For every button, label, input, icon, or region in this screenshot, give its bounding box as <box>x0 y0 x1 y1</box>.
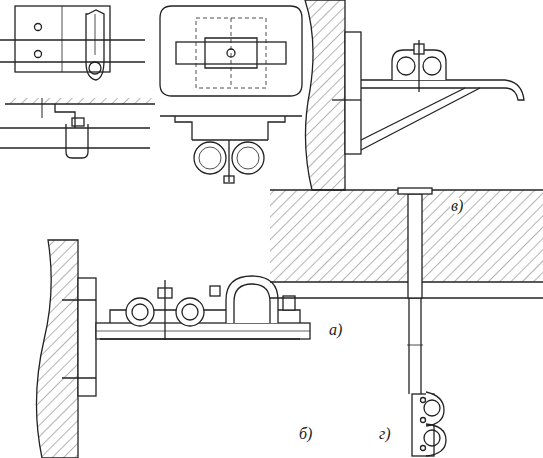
clamp-loop <box>86 10 104 80</box>
ceiling-slab <box>270 190 543 282</box>
figure-label: г) <box>378 426 392 442</box>
wall <box>36 240 78 458</box>
figure-label: в) <box>450 198 464 214</box>
ceiling-plate-outline <box>160 6 302 96</box>
figure-label: б) <box>298 426 313 442</box>
figure-label: а) <box>328 322 343 338</box>
wall <box>305 0 345 190</box>
